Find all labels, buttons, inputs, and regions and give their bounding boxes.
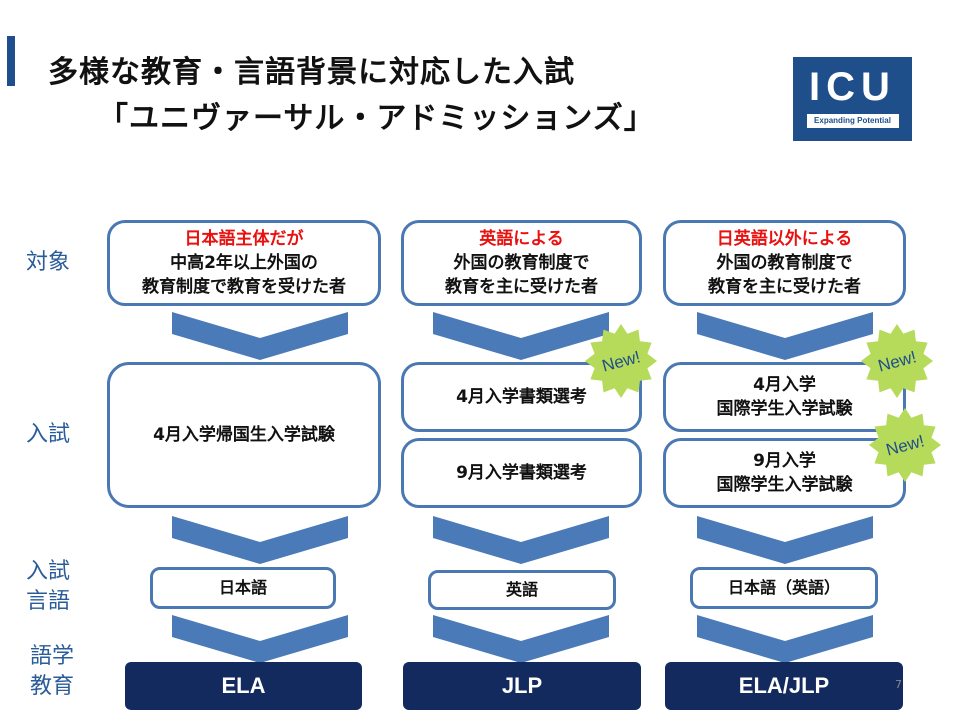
language-box-3: 日本語（英語） xyxy=(690,567,878,609)
language-label: 英語 xyxy=(505,580,538,599)
exam-box-3b: 9月入学 国際学生入学試験 xyxy=(663,438,906,508)
row-label-exam-language-line2: 言語 xyxy=(26,589,71,614)
new-badge: New! xyxy=(869,408,941,482)
language-label: 日本語（英語） xyxy=(727,578,840,597)
exam-label: 4月入学帰国生入学試験 xyxy=(153,425,335,445)
exam-box-1: 4月入学帰国生入学試験 xyxy=(107,362,381,508)
education-label: JLP xyxy=(501,673,543,698)
row-label-exam: 入試 xyxy=(26,422,71,447)
education-label: ELA xyxy=(221,673,266,698)
title-line-1: 多様な教育・言語背景に対応した入試 xyxy=(48,55,575,90)
education-bar-3: ELA/JLP xyxy=(665,662,903,710)
target-box-1: 日本語主体だが 中高2年以上外国の 教育制度で教育を受けた者 xyxy=(107,220,381,306)
down-arrow xyxy=(433,312,609,360)
row-label-edu-line1: 語学 xyxy=(30,644,75,669)
row-label-exam-language-line1: 入試 xyxy=(26,559,71,584)
new-badge-burst xyxy=(861,324,933,398)
target-line: 中高2年以上外国の xyxy=(170,253,318,273)
target-line: 外国の教育制度で xyxy=(453,253,590,273)
language-box-1: 日本語 xyxy=(150,567,336,609)
target-line: 教育を主に受けた者 xyxy=(708,277,861,297)
exam-box-2b: 9月入学書類選考 xyxy=(401,438,642,508)
target-line: 教育制度で教育を受けた者 xyxy=(142,277,346,297)
exam-label-line: 国際学生入学試験 xyxy=(716,399,853,419)
down-arrow xyxy=(433,615,609,663)
row-label-exam-language: 入試 言語 xyxy=(26,557,70,617)
target-highlight: 日本語主体だが xyxy=(184,229,304,249)
row-label-language-education: 語学 教育 xyxy=(30,642,74,702)
title-accent-bar xyxy=(7,36,15,86)
new-badge: New! xyxy=(861,324,933,398)
language-label: 日本語 xyxy=(218,578,267,597)
down-arrow xyxy=(697,615,873,663)
slide-title: 多様な教育・言語背景に対応した入試 「ユニヴァーサル・アドミッションズ」 xyxy=(48,50,655,142)
education-bar-1: ELA xyxy=(125,662,362,710)
target-highlight: 英語による xyxy=(479,229,564,249)
new-badge-burst xyxy=(869,408,941,482)
target-highlight: 日英語以外による xyxy=(716,229,853,249)
row-label-edu-line2: 教育 xyxy=(30,674,75,699)
title-line-2: 「ユニヴァーサル・アドミッションズ」 xyxy=(98,101,655,136)
row-label-target: 対象 xyxy=(26,250,71,275)
down-arrow xyxy=(172,615,348,663)
exam-label: 9月入学書類選考 xyxy=(456,463,587,483)
exam-label-line: 9月入学 xyxy=(753,451,816,471)
page-number: 7 xyxy=(895,678,902,691)
exam-box-3a: 4月入学 国際学生入学試験 xyxy=(663,362,906,432)
down-arrow xyxy=(433,516,609,564)
exam-label-line: 4月入学 xyxy=(753,375,816,395)
down-arrow xyxy=(697,516,873,564)
exam-label-line: 国際学生入学試験 xyxy=(716,475,853,495)
new-badge-burst xyxy=(585,324,657,398)
education-label: ELA/JLP xyxy=(738,673,830,698)
down-arrow xyxy=(172,312,348,360)
new-badge: New! xyxy=(585,324,657,398)
icu-logo: ICU Expanding Potential xyxy=(793,57,912,141)
logo-tagline: Expanding Potential xyxy=(806,114,899,128)
exam-label: 4月入学書類選考 xyxy=(456,387,587,407)
target-box-3: 日英語以外による 外国の教育制度で 教育を主に受けた者 xyxy=(663,220,906,306)
target-line: 教育を主に受けた者 xyxy=(445,277,598,297)
target-box-2: 英語による 外国の教育制度で 教育を主に受けた者 xyxy=(401,220,642,306)
logo-text: ICU xyxy=(809,65,896,109)
down-arrow xyxy=(697,312,873,360)
down-arrow xyxy=(172,516,348,564)
education-bar-2: JLP xyxy=(403,662,641,710)
target-line: 外国の教育制度で xyxy=(716,253,853,273)
language-box-2: 英語 xyxy=(428,570,616,610)
